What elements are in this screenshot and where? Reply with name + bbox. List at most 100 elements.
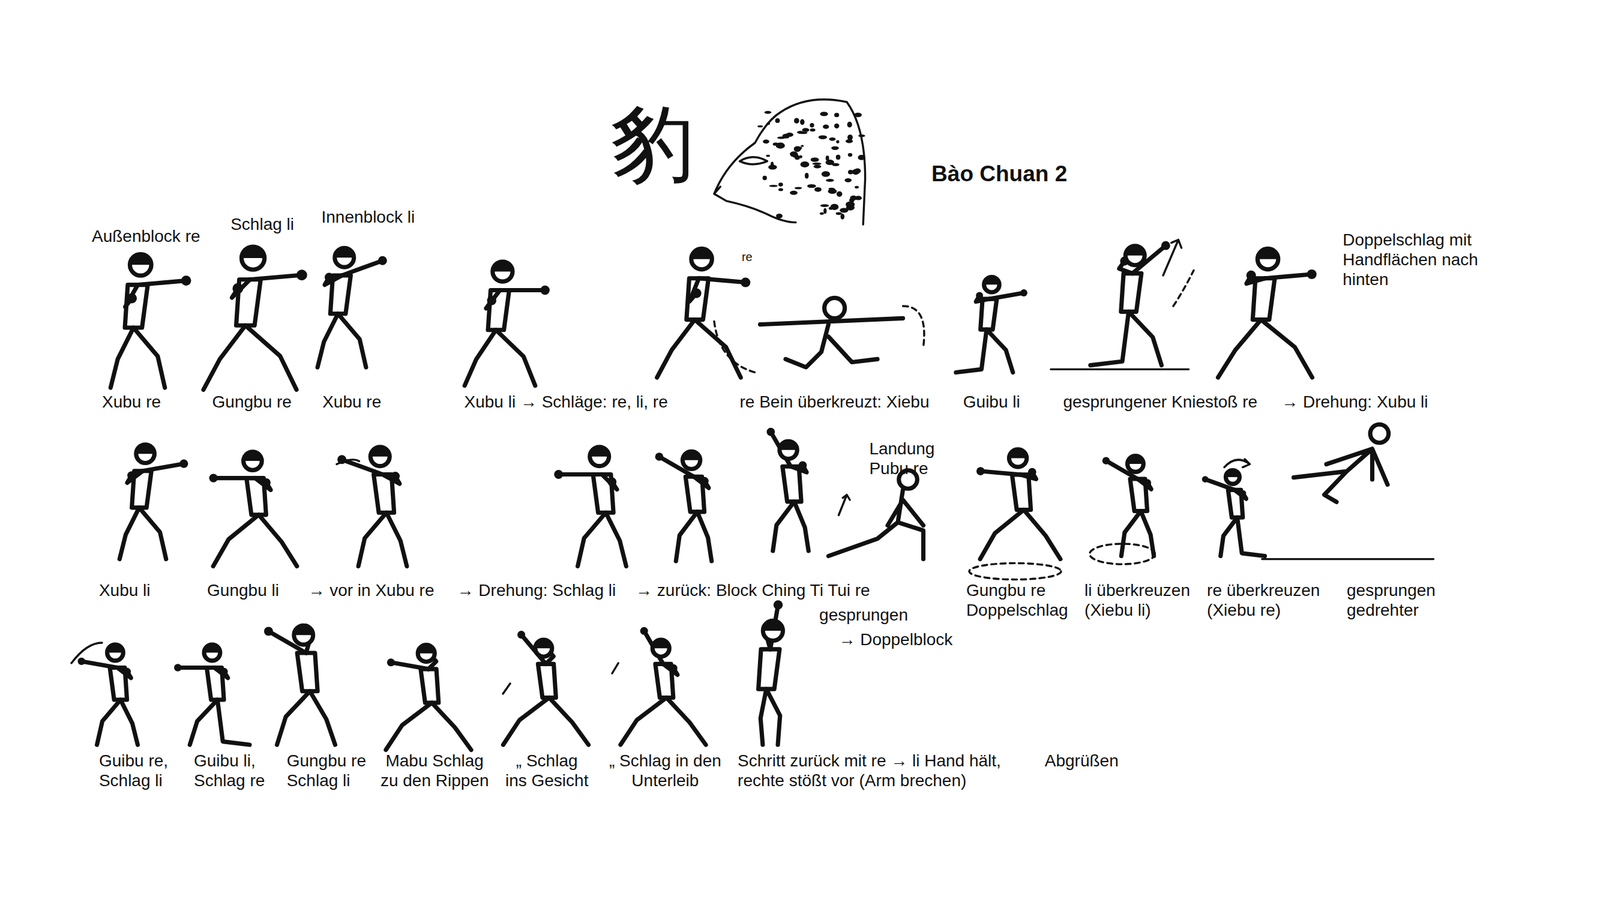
figure-legs xyxy=(675,511,712,562)
figure-legs xyxy=(213,514,298,567)
stance-label: gesprungener Kniestoß re xyxy=(1062,391,1258,412)
figure-legs xyxy=(577,512,627,566)
figure-hair xyxy=(334,247,355,258)
figure-torso xyxy=(758,649,780,689)
figure-fist xyxy=(700,477,709,486)
stance-label: Xubu li xyxy=(99,580,151,601)
figure-fist xyxy=(1246,270,1257,281)
leopard-spot xyxy=(825,155,830,161)
figure-fist xyxy=(324,273,334,283)
figure-fist xyxy=(378,256,388,266)
stance-figure xyxy=(828,489,924,560)
technique-label: Doppelschlag mit Handflächen nach hinten xyxy=(1342,229,1498,290)
figure-legs xyxy=(956,329,1014,373)
figure-torso xyxy=(1252,278,1275,320)
leopard-spot xyxy=(845,201,855,208)
stance-figure xyxy=(502,630,589,745)
stance-figure xyxy=(956,277,1028,373)
leopard-spot xyxy=(820,204,829,208)
leopard-spot xyxy=(854,186,859,189)
motion-arrow xyxy=(71,459,619,694)
leopard-spot xyxy=(822,124,829,130)
motion-ring xyxy=(1089,543,1156,565)
figure-hair xyxy=(1225,469,1240,477)
figure-fist xyxy=(976,466,985,476)
figure-legs xyxy=(1218,319,1313,378)
stance-label: Gungbu re Schlag li xyxy=(286,750,379,791)
figure-hair xyxy=(129,253,152,265)
figures-layer xyxy=(71,99,1434,751)
leopard-spot xyxy=(839,207,849,213)
form-title: Bào Chuan 2 xyxy=(931,161,1068,187)
figure-head xyxy=(779,441,797,459)
figure-fist xyxy=(387,658,395,667)
figure-fist xyxy=(773,600,783,610)
figure-arm xyxy=(486,289,500,308)
figure-arm xyxy=(699,278,746,283)
figure-fist xyxy=(487,295,497,305)
figure-torso xyxy=(1121,273,1142,313)
figure-legs xyxy=(203,325,297,390)
figure-arm xyxy=(117,667,132,678)
leopard-spot xyxy=(821,171,831,178)
stance-label: Landung Pubu re xyxy=(869,438,947,479)
leopard-spot xyxy=(836,140,840,144)
figure-legs xyxy=(358,512,407,566)
stance-figure xyxy=(264,625,335,745)
figure-fist xyxy=(232,283,244,295)
figure-hair xyxy=(691,248,712,259)
figure-head xyxy=(1370,424,1389,443)
figure-fist xyxy=(181,275,192,286)
figure-arm xyxy=(255,478,271,491)
stance-label: → zurück: Block Ching Ti Tui re xyxy=(635,580,871,601)
figure-hair xyxy=(204,644,221,653)
leopard-spot xyxy=(834,123,840,129)
technique-label: Innenblock li xyxy=(321,207,416,227)
leopard-spot xyxy=(836,211,843,215)
stance-label: „ Schlag in den Unterleib xyxy=(607,750,722,791)
leopard-spot xyxy=(823,208,827,215)
figure-fist xyxy=(607,477,617,487)
figure-head xyxy=(682,451,700,469)
stance-figure xyxy=(976,449,1061,560)
motion-arc xyxy=(1173,270,1194,307)
motion-arrow xyxy=(1163,240,1182,277)
figure-arm xyxy=(127,471,143,484)
figure-arm xyxy=(1265,274,1312,279)
figure-head xyxy=(136,444,155,464)
stance-figure xyxy=(655,451,712,562)
figure-hair xyxy=(1127,456,1144,464)
figure-arm xyxy=(980,471,1021,475)
stance-label: gesprungen xyxy=(819,604,909,625)
leopard-spot xyxy=(836,191,843,197)
leopard-spot xyxy=(800,144,804,147)
figure-hair xyxy=(107,644,124,653)
figure-head xyxy=(1257,248,1278,269)
figure-head xyxy=(204,644,221,661)
figure-head xyxy=(370,447,390,467)
figure-torso xyxy=(420,669,439,703)
figure-fist xyxy=(296,269,308,281)
stance-figure xyxy=(174,644,250,745)
figure-fist xyxy=(517,630,526,639)
leopard-outline xyxy=(714,99,866,225)
leopard-spot xyxy=(789,190,798,196)
stance-figure xyxy=(758,600,784,745)
figure-fist xyxy=(179,459,188,469)
technique-label: Außenblock re xyxy=(91,226,201,247)
leopard-spot xyxy=(813,165,822,169)
figure-fist xyxy=(1307,269,1317,280)
figure-fist xyxy=(77,657,85,665)
stance-figure xyxy=(110,253,191,388)
leopard-spot xyxy=(840,213,845,220)
leopard-spot xyxy=(854,112,862,118)
figure-fist xyxy=(1143,478,1152,487)
figure-fist xyxy=(390,471,400,481)
figure-fist xyxy=(264,626,274,636)
stance-figure xyxy=(77,644,138,745)
motion-arrow xyxy=(1224,459,1251,468)
motion-arc xyxy=(714,321,755,373)
figure-hair xyxy=(1257,248,1278,259)
figure-fist xyxy=(127,471,136,480)
figure-legs xyxy=(760,688,780,745)
